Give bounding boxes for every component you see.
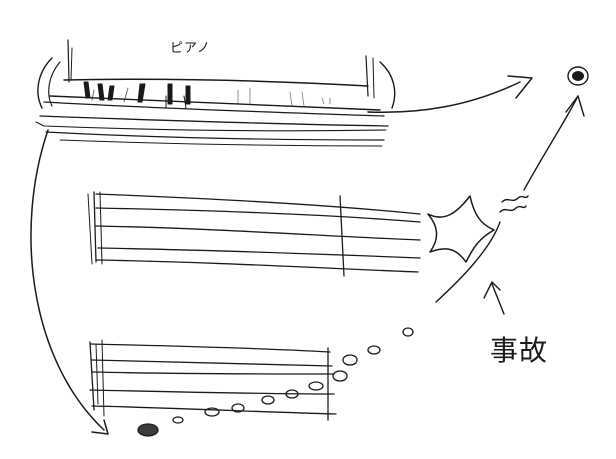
note-mark	[172, 416, 184, 424]
arrow-piano-down	[30, 129, 105, 431]
note-mark	[308, 381, 324, 391]
accident-pointer-head	[483, 281, 501, 299]
accident-label: 事故	[490, 334, 548, 367]
accident-pointer-arrow	[491, 283, 505, 315]
arrow-head-target	[507, 75, 533, 99]
note-mark	[204, 407, 220, 417]
target-dot-icon	[567, 66, 589, 86]
arrow-piano-to-target	[367, 81, 521, 114]
trajectory-arrow-head	[565, 95, 585, 117]
note-mark	[138, 424, 158, 436]
arrow-head-down	[91, 419, 109, 435]
interrupt-wavy-icon	[499, 195, 529, 213]
note-trail	[137, 327, 414, 437]
piano-drawing	[35, 39, 396, 147]
note-mark	[402, 327, 414, 337]
note-mark	[285, 389, 299, 399]
impact-starburst-icon	[427, 195, 495, 263]
note-mark	[367, 345, 381, 355]
staff-middle	[87, 191, 421, 277]
note-mark	[137, 423, 159, 437]
trajectory-line-upper	[523, 95, 579, 191]
note-mark	[332, 370, 348, 382]
note-mark	[231, 403, 245, 413]
note-mark	[342, 354, 358, 366]
piano-label: ピアノ	[170, 41, 211, 56]
trajectory-line	[435, 221, 501, 303]
note-mark	[261, 395, 275, 405]
